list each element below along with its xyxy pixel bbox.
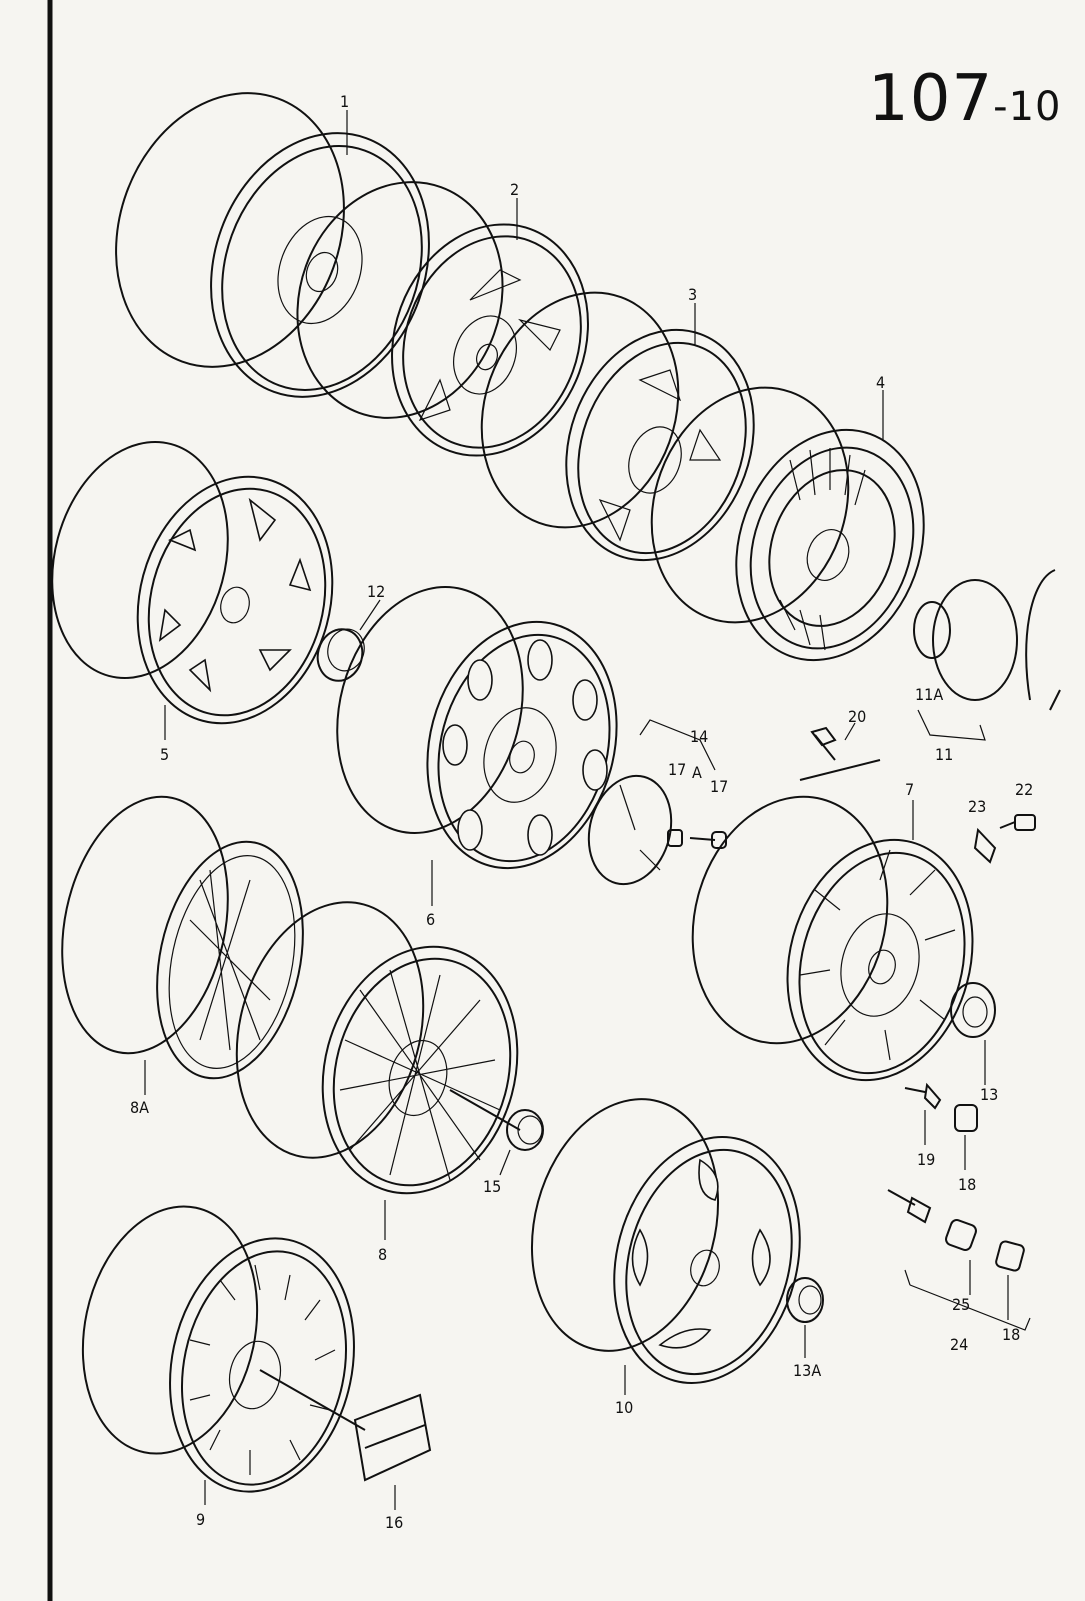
center-cap-13	[950, 982, 996, 1038]
callout-18a: 18	[958, 1175, 976, 1194]
wheel-10-alloy-rim	[530, 1098, 801, 1384]
tire-valve-20	[799, 726, 881, 781]
page-number-suffix: -10	[993, 84, 1062, 130]
wheel-4-cross-spoke-rim	[650, 386, 925, 662]
wheel-bolt-18a	[954, 1104, 978, 1132]
callout-13: 13	[980, 1085, 998, 1104]
bolt-22	[999, 814, 1036, 831]
callout-A: A	[692, 763, 702, 782]
callout-17a: 17	[668, 760, 686, 779]
leader-lines	[144, 110, 1009, 1510]
wheel-5-alloy-rim	[51, 441, 334, 725]
callout-2: 2	[510, 180, 519, 199]
callout-6: 6	[426, 910, 435, 929]
callout-14: 14	[690, 727, 708, 746]
callout-19: 19	[917, 1150, 935, 1169]
callout-3: 3	[688, 285, 697, 304]
callout-24: 24	[950, 1335, 968, 1354]
clip-23	[973, 827, 997, 864]
wheel-7-alloy-rim	[691, 795, 974, 1082]
callout-1: 1	[340, 92, 349, 111]
callout-8: 8	[378, 1245, 387, 1264]
page-number: 107	[868, 62, 994, 136]
callout-17b: 17	[710, 777, 728, 796]
wheel-8A-bbs-rim	[61, 795, 304, 1080]
callout-4: 4	[876, 373, 885, 392]
callout-20: 20	[848, 707, 866, 726]
wheel-2-alloy-rim	[296, 181, 589, 457]
wheel-6-alloy-rim	[336, 586, 618, 870]
center-cap-12	[316, 628, 365, 682]
callout-22: 22	[1015, 780, 1033, 799]
lock-bolt-set-24	[887, 1189, 1031, 1331]
callout-9: 9	[196, 1510, 205, 1529]
wheel-9-alloy-rim	[81, 1205, 366, 1493]
callout-11: 11	[935, 745, 953, 764]
callout-10: 10	[615, 1398, 633, 1417]
callout-labels: 1 2 3 4 5 6 7 8 8A 9 10 11 11A 12 13 13A…	[130, 92, 1033, 1532]
callout-23: 23	[968, 797, 986, 816]
callout-15: 15	[483, 1177, 501, 1196]
callout-25: 25	[952, 1295, 970, 1314]
wheel-1-steel-rim	[115, 92, 430, 398]
center-cap-13A	[786, 1277, 824, 1323]
callout-12: 12	[367, 582, 385, 601]
wheel-3-alloy-rim	[480, 291, 755, 562]
wheel-cover-14	[587, 719, 727, 886]
center-cap-15	[506, 1109, 544, 1151]
emblem-16	[353, 1393, 432, 1482]
callout-8A: 8A	[130, 1098, 149, 1117]
page-title: 107-10	[868, 62, 1062, 136]
trim-rings-11	[913, 569, 1061, 741]
wheel-bolt-19	[904, 1082, 942, 1110]
callout-7: 7	[905, 780, 914, 799]
callout-13A: 13A	[793, 1361, 821, 1380]
wheel-8-bbs-rim	[235, 901, 521, 1195]
callout-16: 16	[385, 1513, 403, 1532]
callout-11A: 11A	[915, 685, 943, 704]
callout-5: 5	[160, 745, 169, 764]
callout-18b: 18	[1002, 1325, 1020, 1344]
